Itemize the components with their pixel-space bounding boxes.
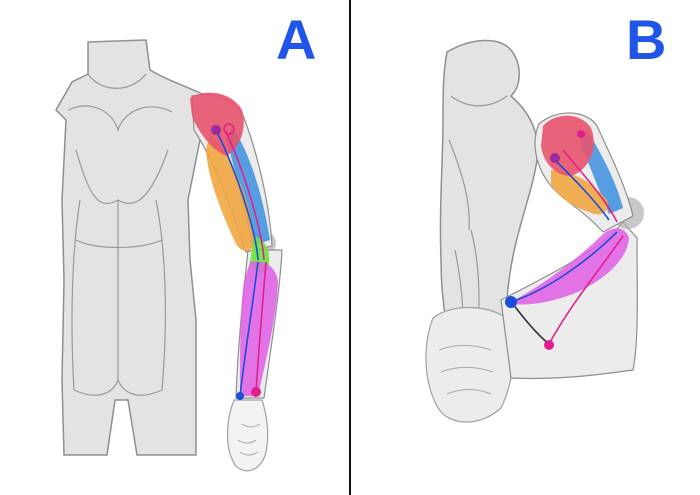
origin-marker-magenta <box>223 123 235 135</box>
origin-marker-purple <box>211 125 221 135</box>
origin-marker-magenta <box>577 130 585 138</box>
knuckle-lines <box>438 345 494 395</box>
biceps-muscle <box>206 132 254 252</box>
finger-lines <box>237 423 261 456</box>
panel-label-b: B <box>626 8 667 71</box>
panel-label-a: A <box>276 8 317 71</box>
torso-contour-lines <box>67 73 173 396</box>
hand-sketch <box>226 399 269 472</box>
origin-marker-purple <box>550 153 560 163</box>
panel-a: A <box>0 0 349 495</box>
biceps-muscle <box>551 170 608 215</box>
tendon-lines <box>215 129 267 397</box>
insertion-marker-blue <box>236 392 244 400</box>
panel-b: B <box>351 0 700 495</box>
fist-sketch <box>425 306 514 423</box>
insertion-marker-blue <box>505 296 517 308</box>
arm-front-view-illustration <box>55 39 283 472</box>
forearm-muscle <box>240 261 278 396</box>
panel-divider <box>349 0 351 495</box>
arm-flexed-view-illustration <box>425 39 644 423</box>
insertion-marker-magenta <box>251 387 261 397</box>
insertion-marker-magenta <box>544 340 554 350</box>
